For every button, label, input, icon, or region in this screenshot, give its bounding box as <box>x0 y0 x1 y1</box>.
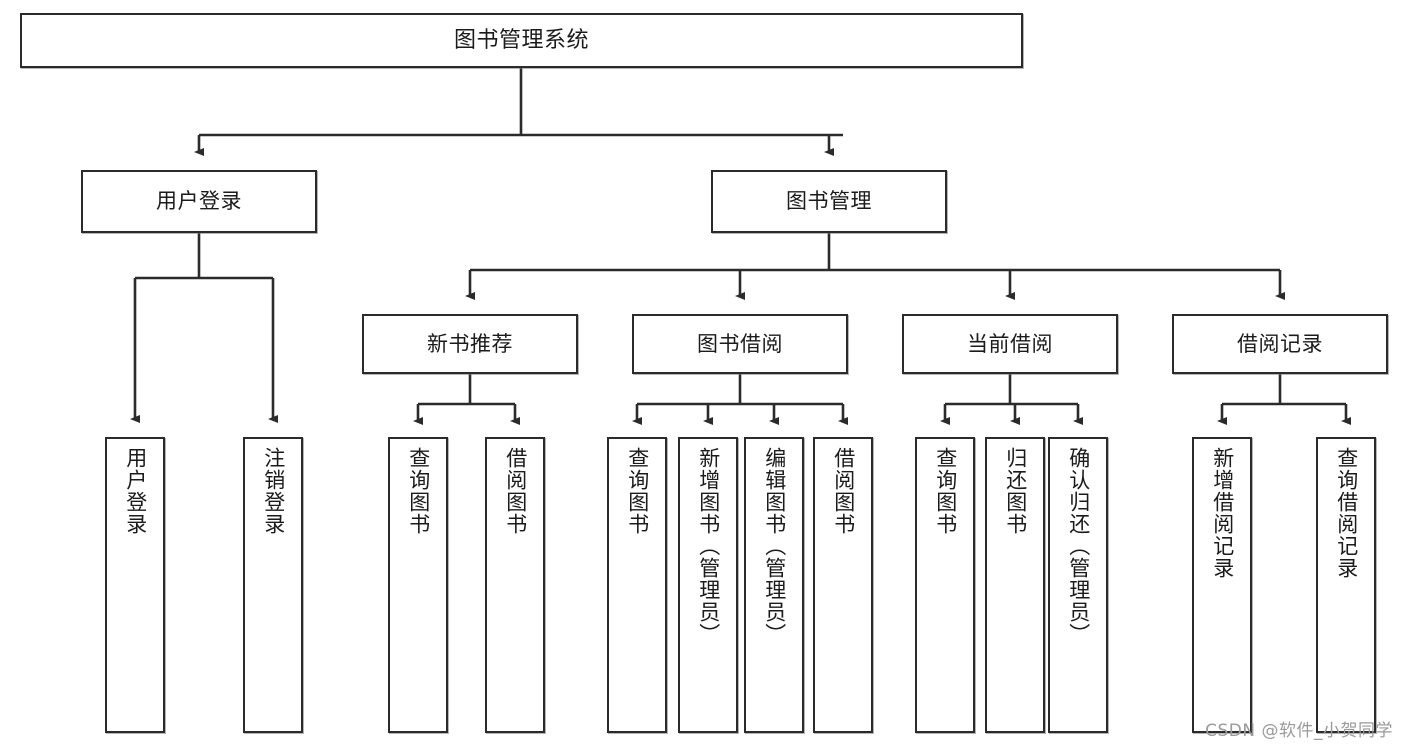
node-borrow-record-label: 借阅记录 <box>1237 331 1323 356</box>
leaf-newbook-borrow-book-label: 借阅图书 <box>503 447 528 535</box>
leaf-current-query-book[interactable]: 查询图书 <box>915 437 975 733</box>
leaf-newbook-query-book[interactable]: 查询图书 <box>388 437 448 733</box>
leaf-user-login[interactable]: 用户登录 <box>105 437 165 733</box>
node-root-label: 图书管理系统 <box>453 27 589 53</box>
leaf-current-return-book[interactable]: 归还图书 <box>985 437 1045 733</box>
node-book-borrow-label: 图书借阅 <box>697 331 783 356</box>
node-root[interactable]: 图书管理系统 <box>20 13 1023 68</box>
leaf-newbook-query-book-label: 查询图书 <box>406 447 431 535</box>
leaf-logout-login-label: 注销登录 <box>261 447 286 535</box>
node-user-login-label: 用户登录 <box>156 189 242 214</box>
leaf-record-query-record[interactable]: 查询借阅记录 <box>1316 437 1376 733</box>
leaf-record-add-record[interactable]: 新增借阅记录 <box>1192 437 1252 733</box>
node-borrow-record[interactable]: 借阅记录 <box>1172 314 1388 374</box>
leaf-current-return-book-label: 归还图书 <box>1003 447 1028 535</box>
leaf-user-login-label: 用户登录 <box>123 447 148 535</box>
node-new-book-recommend[interactable]: 新书推荐 <box>362 314 578 374</box>
node-book-management[interactable]: 图书管理 <box>711 170 947 233</box>
leaf-newbook-borrow-book[interactable]: 借阅图书 <box>485 437 545 733</box>
leaf-borrow-edit-book-admin-label: 编辑图书（管理员） <box>762 447 787 645</box>
node-new-book-recommend-label: 新书推荐 <box>427 331 513 356</box>
leaf-current-confirm-return-admin[interactable]: 确认归还（管理员） <box>1048 437 1108 733</box>
watermark-text: CSDN @软件_小贺同学 <box>1205 721 1393 741</box>
node-user-login[interactable]: 用户登录 <box>81 170 317 233</box>
leaf-borrow-add-book-admin[interactable]: 新增图书（管理员） <box>678 437 738 733</box>
leaf-borrow-borrow-book[interactable]: 借阅图书 <box>813 437 873 733</box>
leaf-borrow-add-book-admin-label: 新增图书（管理员） <box>696 447 721 645</box>
node-current-borrow-label: 当前借阅 <box>967 331 1053 356</box>
node-current-borrow[interactable]: 当前借阅 <box>902 314 1118 374</box>
leaf-borrow-borrow-book-label: 借阅图书 <box>831 447 856 535</box>
leaf-logout-login[interactable]: 注销登录 <box>243 437 303 733</box>
leaf-borrow-query-book-label: 查询图书 <box>625 447 650 535</box>
node-book-borrow[interactable]: 图书借阅 <box>632 314 848 374</box>
leaf-borrow-edit-book-admin[interactable]: 编辑图书（管理员） <box>744 437 804 733</box>
node-book-management-label: 图书管理 <box>786 189 872 214</box>
leaf-record-query-record-label: 查询借阅记录 <box>1334 447 1359 579</box>
leaf-borrow-query-book[interactable]: 查询图书 <box>607 437 667 733</box>
leaf-current-query-book-label: 查询图书 <box>933 447 958 535</box>
leaf-current-confirm-return-admin-label: 确认归还（管理员） <box>1066 447 1091 645</box>
leaf-record-add-record-label: 新增借阅记录 <box>1210 447 1235 579</box>
